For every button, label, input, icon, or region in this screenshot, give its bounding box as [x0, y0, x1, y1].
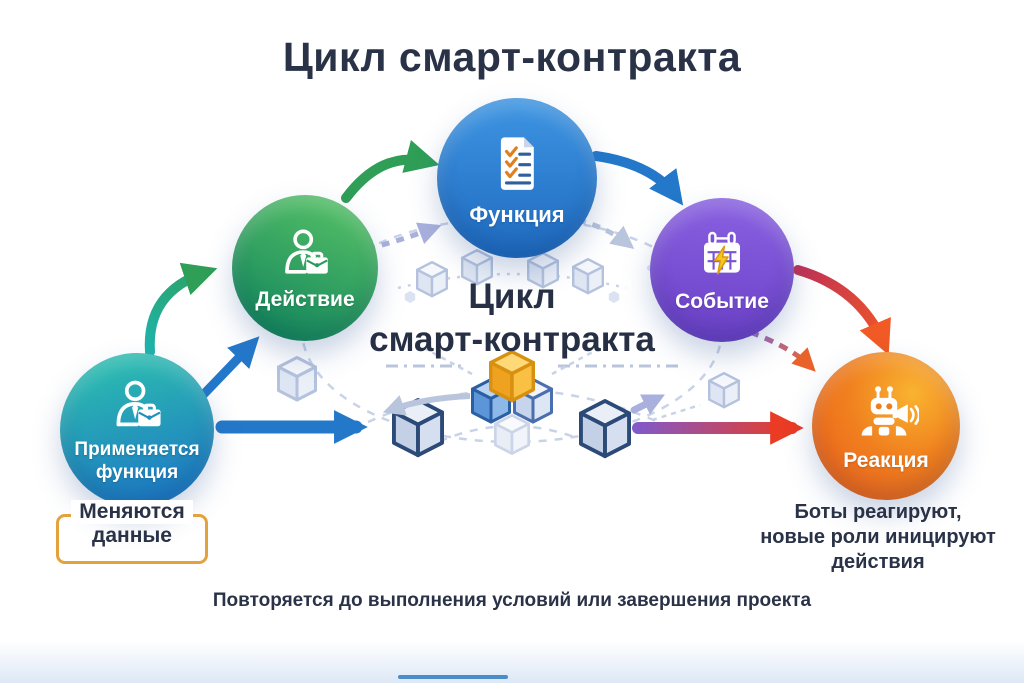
dashed-arrow-function-event	[577, 217, 635, 250]
small-lavender-arrow	[630, 394, 666, 415]
arrow-event-to-reaction	[793, 265, 891, 355]
arrow-function-to-event	[591, 151, 684, 206]
dashed-arrow-event-reaction	[749, 329, 816, 372]
cube-left-light	[277, 356, 317, 402]
bots-note: Боты реагируют, новые роли иницируют дей…	[760, 501, 996, 573]
node-apply-function: Применяется функция	[60, 353, 214, 507]
cube-center-faint	[494, 414, 531, 455]
center-label-line2: смарт-контракта	[369, 319, 655, 359]
callout-text: Меняются данные	[56, 500, 208, 548]
bottom-tick-decoration	[398, 675, 508, 679]
checklist-document-icon	[500, 137, 534, 190]
center-label-line1: Цикл	[468, 277, 556, 316]
node-action: Действие	[232, 195, 378, 341]
center-cycle-label: Цикл смарт-контракта	[369, 276, 655, 361]
node-label-apply: Применяется функция	[74, 439, 200, 483]
node-label-event: Событие	[675, 289, 769, 313]
robot-megaphone-icon	[861, 385, 919, 435]
person-briefcase-icon	[285, 229, 328, 274]
node-label-reaction: Реакция	[843, 448, 929, 472]
cube-navy-right	[579, 399, 631, 459]
cube-right-light	[708, 372, 740, 409]
node-reaction: Реакция	[812, 352, 960, 500]
node-function: Функция	[437, 98, 597, 258]
calendar-lightning-icon	[704, 231, 740, 275]
data-changes-callout: Меняются данные	[56, 500, 208, 564]
person-briefcase-icon	[116, 380, 161, 427]
page-title: Цикл смарт-контракта	[282, 34, 742, 80]
arrow-apply-to-action	[144, 262, 218, 357]
node-event: Событие	[650, 198, 794, 342]
node-label-function: Функция	[469, 202, 565, 227]
footer-note: Повторяется до выполнения условий или за…	[212, 590, 812, 611]
dashed-arrow-action-function	[337, 222, 442, 259]
main-flow-arrows	[144, 139, 891, 445]
arrow-action-to-function	[341, 139, 440, 203]
return-arrow-left	[382, 393, 471, 416]
node-label-action: Действие	[255, 287, 355, 311]
bottom-fade-decoration	[0, 641, 1024, 683]
arrow-apply-to-action-straight	[197, 336, 260, 401]
